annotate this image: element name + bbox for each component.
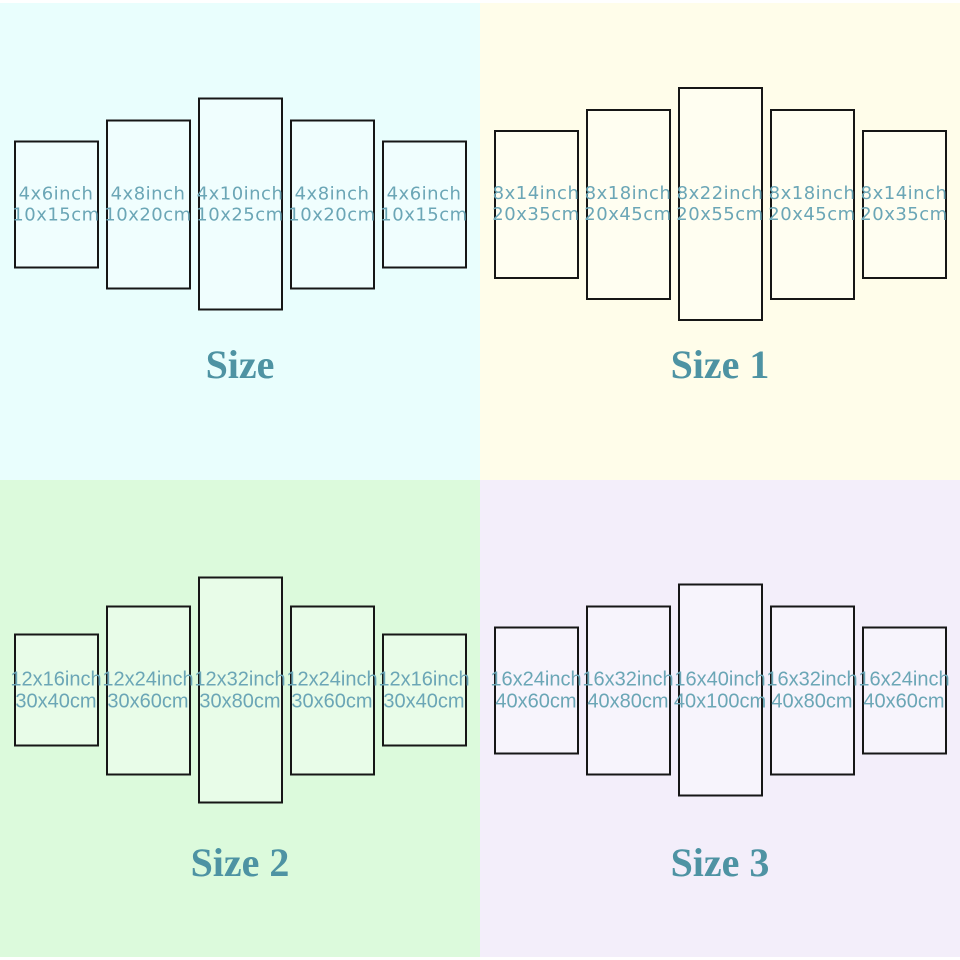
panel-size-inches: 4x10inch [196, 183, 284, 204]
size-panel: 8x22inch 20x55cm [676, 87, 764, 321]
panel-size-cm: 30x60cm [107, 690, 189, 712]
panel-row: 4x6inch 10x15cm 4x8inch 10x20cm 4x10inch… [0, 97, 480, 311]
size-panel: 16x40inch 40x100cm [674, 583, 766, 797]
panel-size-cm: 20x45cm [768, 204, 856, 225]
panel-row: 8x14inch 20x35cm 8x18inch 20x45cm 8x22in… [480, 87, 960, 321]
size-panel: 12x16inch 30x40cm [378, 633, 470, 747]
panel-size-inches: 4x6inch [18, 183, 94, 204]
panel-size-cm: 40x80cm [587, 690, 669, 712]
panel-size-cm: 20x55cm [676, 204, 764, 225]
panel-row: 16x24inch 40x60cm 16x32inch 40x80cm 16x4… [480, 583, 960, 797]
panel-size-inches: 8x18inch [768, 183, 856, 204]
panel-size-cm: 10x20cm [288, 204, 376, 225]
quadrant-title: Size 3 [670, 840, 770, 885]
size-panel: 8x18inch 20x45cm [768, 108, 856, 300]
panel-size-inches: 16x24inch [490, 668, 582, 690]
quadrant-title: Size [205, 342, 275, 387]
panel-size-cm: 40x100cm [673, 690, 767, 712]
size-chart-grid: 4x6inch 10x15cm 4x8inch 10x20cm 4x10inch… [0, 3, 960, 957]
panel-size-inches: 12x32inch [194, 668, 286, 690]
size-panel: 8x14inch 20x35cm [492, 129, 580, 279]
size-panel: 4x10inch 10x25cm [196, 97, 284, 311]
panel-size-cm: 20x45cm [584, 204, 672, 225]
panel-size-inches: 16x24inch [858, 668, 950, 690]
panel-size-inches: 16x32inch [582, 668, 674, 690]
panel-size-inches: 12x16inch [10, 668, 102, 690]
panel-size-cm: 10x15cm [380, 204, 468, 225]
panel-size-inches: 8x14inch [860, 183, 948, 204]
panel-size-inches: 8x18inch [584, 183, 672, 204]
panel-size-inches: 8x14inch [492, 183, 580, 204]
size-panel: 12x16inch 30x40cm [10, 633, 102, 747]
size-panel: 4x6inch 10x15cm [12, 140, 100, 268]
size-panel: 4x6inch 10x15cm [380, 140, 468, 268]
size-panel: 4x8inch 10x20cm [288, 119, 376, 289]
size-panel: 4x8inch 10x20cm [104, 119, 192, 289]
size-panel: 12x24inch 30x60cm [102, 605, 194, 775]
panel-size-cm: 40x80cm [771, 690, 853, 712]
size-panel: 16x24inch 40x60cm [490, 626, 582, 754]
panel-size-inches: 8x22inch [676, 183, 764, 204]
size-panel: 16x32inch 40x80cm [582, 605, 674, 775]
panel-size-inches: 12x24inch [102, 668, 194, 690]
panel-size-cm: 40x60cm [863, 690, 945, 712]
panel-size-inches: 12x16inch [378, 668, 470, 690]
size-panel: 16x32inch 40x80cm [766, 605, 858, 775]
size-panel: 12x32inch 30x80cm [194, 576, 286, 804]
panel-row: 12x16inch 30x40cm 12x24inch 30x60cm 12x3… [0, 576, 480, 804]
size-panel: 8x14inch 20x35cm [860, 129, 948, 279]
size-panel: 8x18inch 20x45cm [584, 108, 672, 300]
panel-size-inches: 16x40inch [674, 668, 766, 690]
quadrant-title: Size 1 [670, 342, 770, 387]
panel-size-cm: 20x35cm [492, 204, 580, 225]
quadrant-size-3: 16x24inch 40x60cm 16x32inch 40x80cm 16x4… [480, 480, 960, 957]
panel-size-inches: 4x8inch [110, 183, 186, 204]
panel-size-cm: 10x15cm [12, 204, 100, 225]
quadrant-title: Size 2 [190, 840, 290, 885]
panel-size-cm: 10x25cm [196, 204, 284, 225]
quadrant-size: 4x6inch 10x15cm 4x8inch 10x20cm 4x10inch… [0, 3, 480, 480]
panel-size-inches: 16x32inch [766, 668, 858, 690]
panel-size-cm: 40x60cm [495, 690, 577, 712]
quadrant-size-1: 8x14inch 20x35cm 8x18inch 20x45cm 8x22in… [480, 3, 960, 480]
panel-size-cm: 10x20cm [104, 204, 192, 225]
panel-size-cm: 30x40cm [383, 690, 465, 712]
panel-size-inches: 4x6inch [386, 183, 462, 204]
panel-size-cm: 30x60cm [291, 690, 373, 712]
panel-size-inches: 4x8inch [294, 183, 370, 204]
panel-size-cm: 20x35cm [860, 204, 948, 225]
quadrant-size-2: 12x16inch 30x40cm 12x24inch 30x60cm 12x3… [0, 480, 480, 957]
panel-size-inches: 12x24inch [286, 668, 378, 690]
size-panel: 16x24inch 40x60cm [858, 626, 950, 754]
size-panel: 12x24inch 30x60cm [286, 605, 378, 775]
panel-size-cm: 30x80cm [199, 690, 281, 712]
panel-size-cm: 30x40cm [15, 690, 97, 712]
